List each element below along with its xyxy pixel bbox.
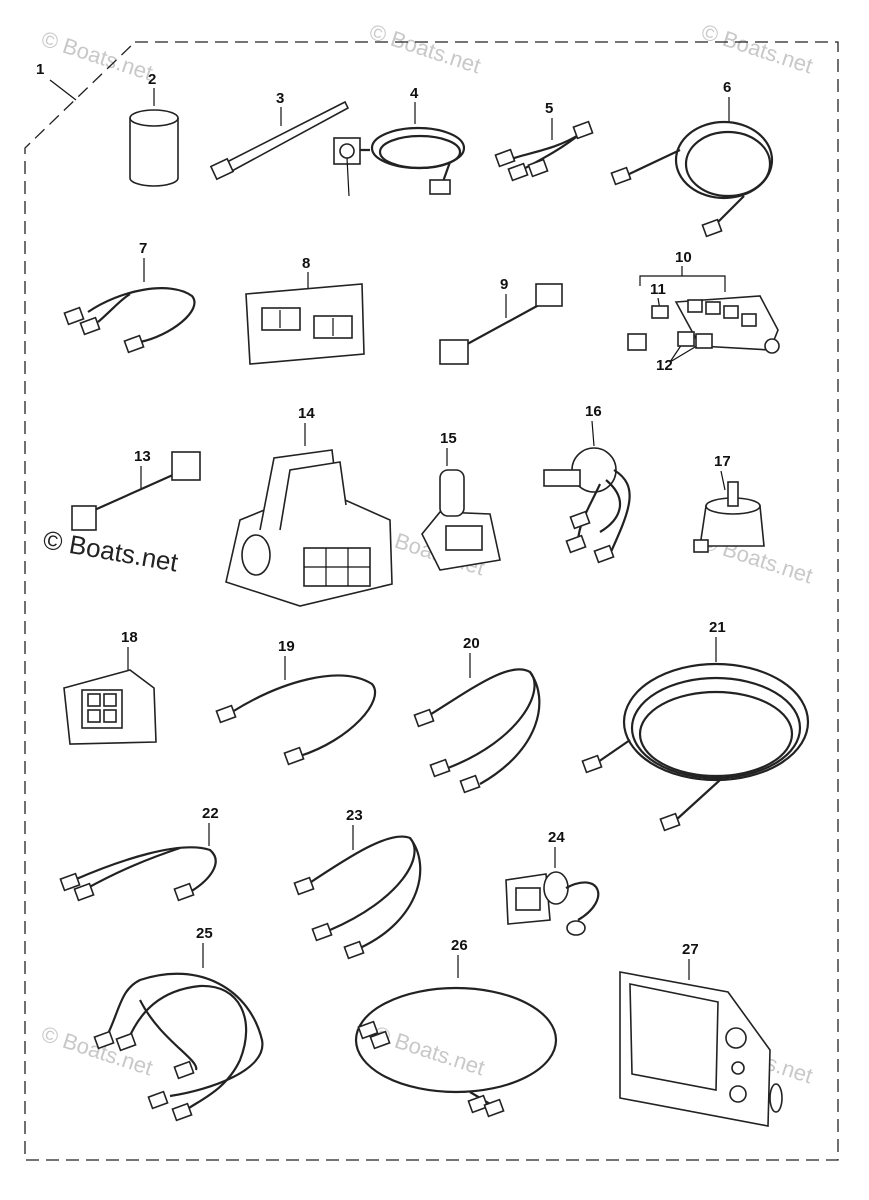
- callout-12[interactable]: 12: [656, 357, 673, 374]
- part-26-harness: [354, 986, 558, 1118]
- callout-7[interactable]: 7: [139, 240, 147, 257]
- callout-22[interactable]: 22: [202, 805, 219, 822]
- callout-26[interactable]: 26: [451, 937, 468, 954]
- callout-11[interactable]: 11: [650, 281, 666, 298]
- callout-16[interactable]: 16: [585, 403, 602, 420]
- part-23-harness: [293, 835, 422, 960]
- watermark-main: © Boats.net: [41, 524, 181, 577]
- callout-15[interactable]: 15: [440, 430, 457, 447]
- part-13-harness: [71, 451, 201, 531]
- watermark-bottom-left: © Boats.net: [38, 1021, 155, 1080]
- callout-21[interactable]: 21: [709, 619, 726, 636]
- callout-27[interactable]: 27: [682, 941, 699, 958]
- part-6-long-cable: [610, 120, 774, 238]
- callout-9[interactable]: 9: [500, 276, 508, 293]
- callout-24[interactable]: 24: [548, 829, 565, 846]
- callout-3[interactable]: 3: [276, 90, 284, 107]
- part-5-short-harness: [494, 120, 594, 182]
- callout-20[interactable]: 20: [463, 635, 480, 652]
- leader-12: [669, 343, 701, 363]
- part-12-connector-b: [695, 333, 713, 349]
- part-11-connector: [651, 305, 669, 319]
- leader-16: [591, 420, 595, 447]
- callout-4[interactable]: 4: [410, 85, 419, 102]
- callout-5[interactable]: 5: [545, 100, 553, 117]
- part-20-harness: [413, 668, 541, 794]
- callout-25[interactable]: 25: [196, 925, 213, 942]
- callout-1[interactable]: 1: [36, 61, 44, 78]
- kit-boundary: [24, 41, 839, 1161]
- part-12-connector-a: [677, 331, 695, 347]
- part-4-lanyard-cable: [333, 126, 466, 197]
- part-27-multifunction-display: [619, 971, 783, 1127]
- part-21-long-cable: [581, 662, 810, 832]
- callout-17[interactable]: 17: [714, 453, 731, 470]
- part-18-bracket: [63, 669, 157, 745]
- part-24-switch-panel: [505, 871, 600, 936]
- watermark-top-right: © Boats.net: [698, 19, 815, 78]
- part-19-harness: [215, 674, 377, 766]
- part-3-cable-tie: [209, 100, 350, 181]
- watermark-bottom-center: © Boats.net: [370, 1021, 487, 1080]
- watermark-top-left: © Boats.net: [38, 26, 155, 85]
- part-14-binnacle-control: [225, 449, 393, 607]
- part-25-harness: [93, 972, 264, 1122]
- part-16-sender: [543, 447, 631, 564]
- callout-10[interactable]: 10: [675, 249, 692, 266]
- watermark-top-center: © Boats.net: [366, 19, 483, 78]
- part-2-cylinder: [129, 109, 179, 187]
- callout-2[interactable]: 2: [148, 71, 156, 88]
- part-7-harness: [63, 287, 196, 354]
- callout-23[interactable]: 23: [346, 807, 363, 824]
- leader-1: [49, 79, 77, 101]
- callout-13[interactable]: 13: [134, 448, 151, 465]
- callout-19[interactable]: 19: [278, 638, 295, 655]
- part-15-joystick: [421, 469, 501, 571]
- leader-17: [720, 470, 726, 491]
- callout-18[interactable]: 18: [121, 629, 138, 646]
- part-10-connector: [627, 333, 647, 351]
- part-17-sensor: [693, 481, 765, 553]
- leader-10: [639, 266, 726, 292]
- part-8-display-panel: [245, 283, 365, 365]
- callout-14[interactable]: 14: [298, 405, 315, 422]
- callout-8[interactable]: 8: [302, 255, 310, 272]
- part-9-adapter-harness: [439, 283, 563, 365]
- part-22-harness: [59, 846, 217, 902]
- callout-6[interactable]: 6: [723, 79, 731, 96]
